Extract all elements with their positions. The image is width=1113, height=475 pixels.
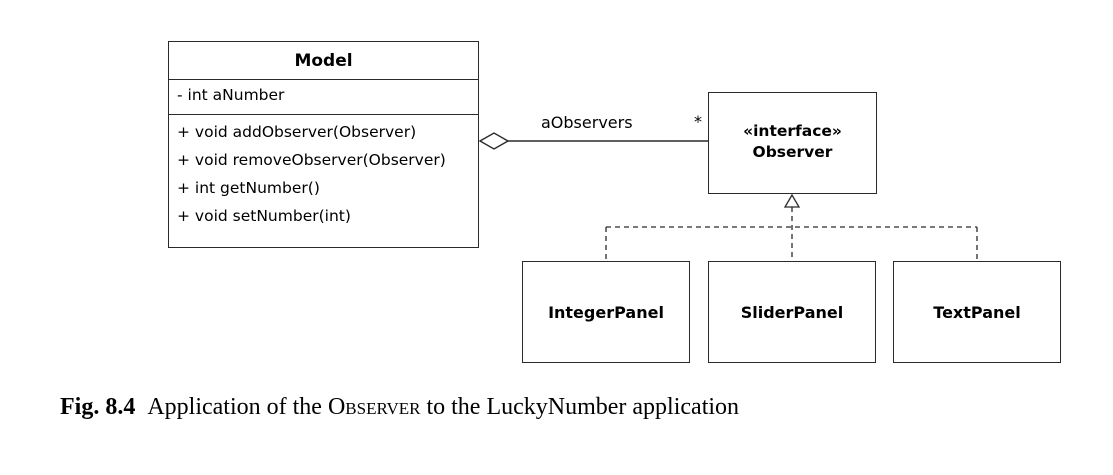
model-attributes: - int aNumber <box>169 80 478 115</box>
model-class: Model - int aNumber + void addObserver(O… <box>168 41 479 248</box>
model-class-name: Model <box>169 42 478 80</box>
model-attribute: - int aNumber <box>177 86 285 104</box>
aggregation-diamond <box>478 132 510 150</box>
observer-interface: «interface» Observer <box>708 92 877 194</box>
sliderpanel-class: SliderPanel <box>708 261 876 363</box>
model-operation: + int getNumber() <box>177 179 320 197</box>
observer-stereotype: «interface» <box>743 122 842 140</box>
association-multiplicity: * <box>694 112 702 131</box>
caption-text-before: Application of the <box>147 394 328 420</box>
textpanel-class: TextPanel <box>893 261 1061 363</box>
figure-caption: Fig. 8.4 Application of the Observer to … <box>60 394 739 421</box>
caption-text-after: to the LuckyNumber application <box>420 394 740 420</box>
observer-name: Observer <box>752 143 833 161</box>
integerpanel-class: IntegerPanel <box>522 261 690 363</box>
association-role-label: aObservers <box>541 113 633 132</box>
figure-label: Fig. 8.4 <box>60 394 136 420</box>
model-operation: + void setNumber(int) <box>177 207 351 225</box>
realization-arrowhead <box>783 193 801 208</box>
model-operation: + void addObserver(Observer) <box>177 123 417 141</box>
caption-pattern-name: Observer <box>327 394 421 420</box>
model-operations: + void addObserver(Observer) + void remo… <box>169 115 478 232</box>
model-operation: + void removeObserver(Observer) <box>177 151 446 169</box>
